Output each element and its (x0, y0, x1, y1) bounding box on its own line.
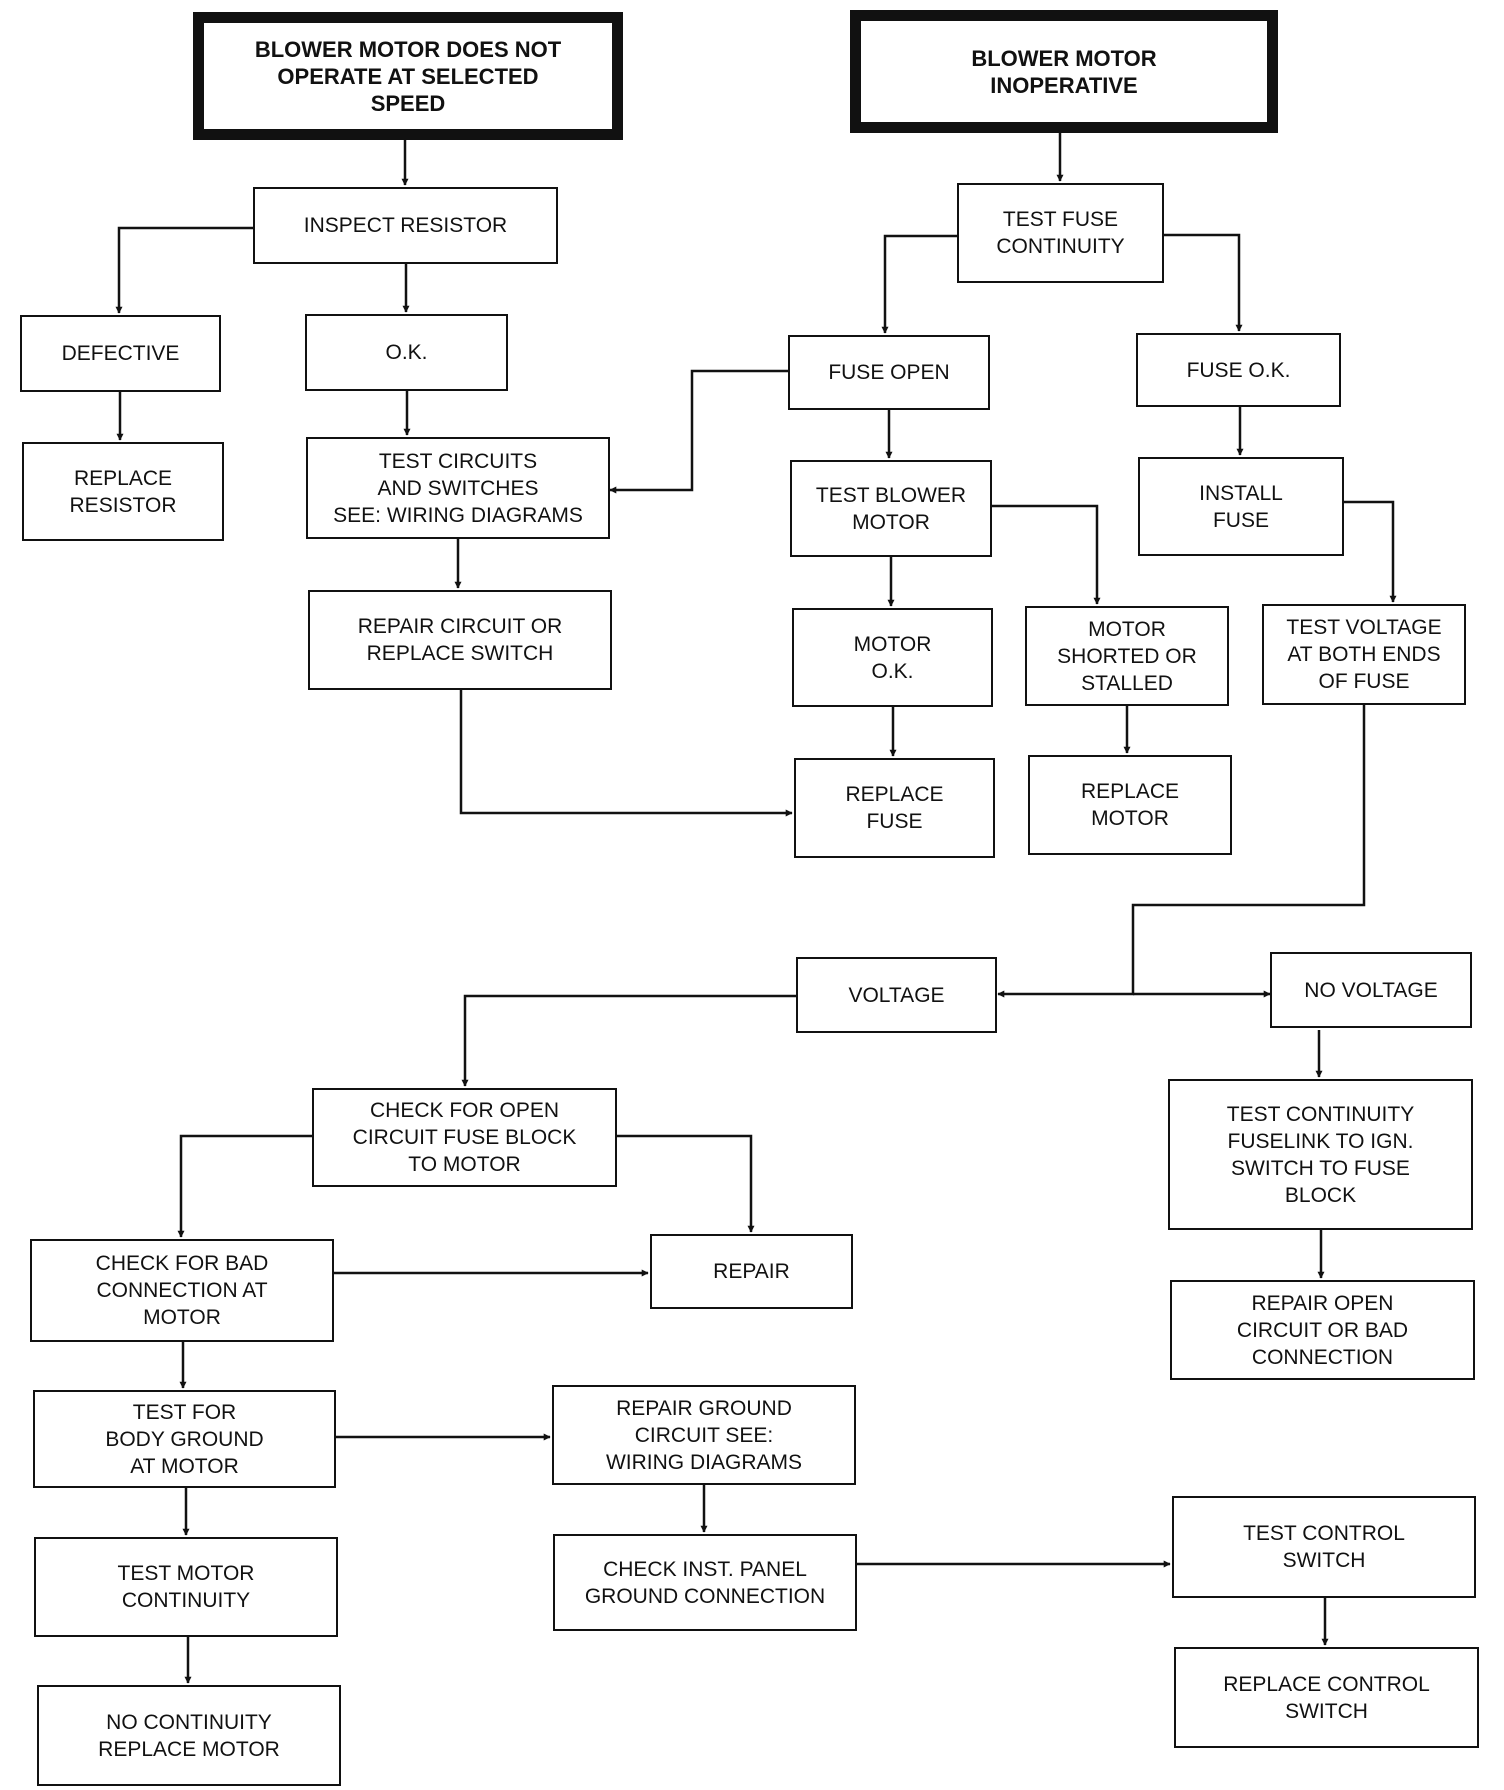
step-test-continuity-fuselink-to-ign-switch: TEST CONTINUITY FUSELINK TO IGN. SWITCH … (1168, 1079, 1473, 1230)
result-no-voltage: NO VOLTAGE (1270, 952, 1472, 1028)
edge-test-blower-to-motor-shorted (992, 504, 1101, 605)
step-test-control-switch: TEST CONTROL SWITCH (1172, 1496, 1476, 1598)
step-inspect-resistor: INSPECT RESISTOR (253, 187, 558, 264)
step-check-for-bad-connection-at-motor: CHECK FOR BAD CONNECTION AT MOTOR (30, 1239, 334, 1342)
action-replace-motor: REPLACE MOTOR (1028, 755, 1232, 855)
action-replace-fuse: REPLACE FUSE (794, 758, 995, 858)
action-repair: REPAIR (650, 1234, 853, 1309)
action-install-fuse: INSTALL FUSE (1138, 457, 1344, 556)
result-fuse-ok: FUSE O.K. (1136, 333, 1341, 407)
step-check-for-open-circuit-fuse-block-to-motor: CHECK FOR OPEN CIRCUIT FUSE BLOCK TO MOT… (312, 1088, 617, 1187)
step-test-blower-motor: TEST BLOWER MOTOR (790, 460, 992, 557)
result-voltage: VOLTAGE (796, 957, 997, 1033)
edge-install-to-test-voltage (1344, 500, 1397, 603)
start-blower-motor-inoperative: BLOWER MOTOR INOPERATIVE (850, 10, 1278, 133)
step-test-fuse-continuity: TEST FUSE CONTINUITY (957, 183, 1164, 283)
result-defective: DEFECTIVE (20, 315, 221, 392)
action-replace-resistor: REPLACE RESISTOR (22, 442, 224, 541)
edge-voltage-to-check-open (461, 994, 796, 1087)
edge-fuse-open-to-test-circuits (609, 369, 788, 494)
action-repair-ground-circuit: REPAIR GROUND CIRCUIT SEE: WIRING DIAGRA… (552, 1385, 856, 1485)
edge-test-fuse-to-fuse-ok (1164, 233, 1243, 332)
action-no-continuity-replace-motor: NO CONTINUITY REPLACE MOTOR (37, 1685, 341, 1786)
edge-test-voltage-to-voltage (997, 705, 1366, 998)
start-blower-motor-not-at-selected-speed: BLOWER MOTOR DOES NOT OPERATE AT SELECTE… (193, 12, 623, 140)
edge-inspect-to-defective (115, 226, 253, 314)
step-test-voltage-at-both-ends-of-fuse: TEST VOLTAGE AT BOTH ENDS OF FUSE (1262, 604, 1466, 705)
step-test-circuits-and-switches: TEST CIRCUITS AND SWITCHES SEE: WIRING D… (306, 437, 610, 539)
result-motor-ok: MOTOR O.K. (792, 608, 993, 707)
edge-check-open-to-repair (617, 1134, 755, 1233)
result-fuse-open: FUSE OPEN (788, 335, 990, 410)
step-test-motor-continuity: TEST MOTOR CONTINUITY (34, 1537, 338, 1637)
action-replace-control-switch: REPLACE CONTROL SWITCH (1174, 1647, 1479, 1748)
edge-repair-circuit-to-replace-fuse (459, 690, 793, 817)
action-repair-circuit-or-replace-switch: REPAIR CIRCUIT OR REPLACE SWITCH (308, 590, 612, 690)
action-repair-open-circuit-or-bad-connection: REPAIR OPEN CIRCUIT OR BAD CONNECTION (1170, 1280, 1475, 1380)
result-ok: O.K. (305, 314, 508, 391)
result-motor-shorted-or-stalled: MOTOR SHORTED OR STALLED (1025, 606, 1229, 706)
step-test-for-body-ground-at-motor: TEST FOR BODY GROUND AT MOTOR (33, 1390, 336, 1488)
step-check-inst-panel-ground-connection: CHECK INST. PANEL GROUND CONNECTION (553, 1534, 857, 1631)
edge-check-open-to-check-bad-conn (177, 1134, 312, 1238)
edge-test-fuse-to-fuse-open (881, 234, 957, 334)
